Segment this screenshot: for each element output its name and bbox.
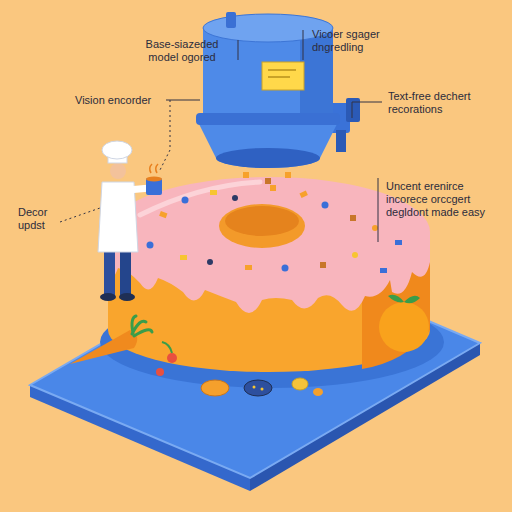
sprinkle xyxy=(182,197,189,204)
chef-face xyxy=(110,163,126,179)
callout-label: Base-siazeded model ogored xyxy=(132,38,232,64)
machine-tab xyxy=(226,12,236,28)
bowl xyxy=(244,380,272,396)
sprinkle xyxy=(322,202,329,209)
orange-fruit xyxy=(379,302,429,352)
sprinkle xyxy=(372,225,378,231)
machine-nozzle xyxy=(336,130,346,152)
carrot-leaves xyxy=(132,316,152,336)
cherry-stem xyxy=(162,342,172,353)
bowl xyxy=(313,388,323,396)
bowl-seed xyxy=(253,386,256,389)
chef-shoe xyxy=(119,293,135,301)
carrot xyxy=(70,330,137,364)
bowl-seed xyxy=(261,388,264,391)
sprinkle xyxy=(180,255,187,260)
machine-bottom xyxy=(216,148,320,168)
chef-leg xyxy=(120,250,131,296)
leader-lines xyxy=(60,30,382,242)
label-line xyxy=(268,69,296,71)
sprinkle xyxy=(320,262,326,268)
sprinkle xyxy=(350,215,356,221)
sprinkle xyxy=(299,190,307,197)
sprinkle xyxy=(380,268,387,273)
sprinkle xyxy=(207,259,213,265)
orange-leaves xyxy=(388,295,420,303)
chef-hat xyxy=(102,141,132,159)
sprinkle xyxy=(282,265,289,272)
chef-leg xyxy=(104,250,115,296)
bowl xyxy=(292,378,308,390)
leader-line xyxy=(378,178,379,242)
leader-line xyxy=(60,208,100,222)
machine-label xyxy=(262,62,304,90)
leader-line xyxy=(352,102,382,118)
produce xyxy=(70,295,429,396)
sprinkle xyxy=(245,265,252,270)
cherry xyxy=(167,353,177,363)
chef-shoe xyxy=(100,293,116,301)
sprinkle xyxy=(147,242,154,249)
cake-hole xyxy=(219,204,305,248)
sprinkles xyxy=(127,185,402,273)
callout-label: Vicoer sgager dngredling xyxy=(312,28,412,54)
label-line xyxy=(268,76,290,78)
sprinkle xyxy=(285,172,291,178)
leader-line xyxy=(303,30,304,60)
sprinkle xyxy=(159,211,167,218)
callout-label: Uncent erenirce incorece orccgert degldo… xyxy=(386,180,504,220)
cup-drink xyxy=(146,177,162,182)
leader-line xyxy=(166,100,200,101)
sprinkle xyxy=(232,195,238,201)
steam xyxy=(150,164,158,173)
callout-label: Vision encorder xyxy=(75,94,167,107)
sprinkle xyxy=(210,190,217,195)
leader-line xyxy=(160,100,170,170)
cake-icing xyxy=(108,177,430,313)
sprinkle xyxy=(243,172,249,178)
machine-ring xyxy=(196,113,340,125)
cake-hole-inner xyxy=(225,206,299,236)
bowl xyxy=(201,380,229,396)
machine-bowl xyxy=(198,122,338,168)
sprinkle xyxy=(395,240,402,245)
callout-label: Decor updst xyxy=(18,206,63,232)
sprinkle xyxy=(265,178,271,184)
callout-label: Text-free dechert recorations xyxy=(388,90,500,116)
chef xyxy=(98,141,162,301)
leader-line xyxy=(238,40,239,60)
sprinkle xyxy=(270,185,276,191)
falling-sprinkles xyxy=(243,172,291,184)
cherry xyxy=(156,368,164,376)
sprinkle xyxy=(352,252,358,258)
